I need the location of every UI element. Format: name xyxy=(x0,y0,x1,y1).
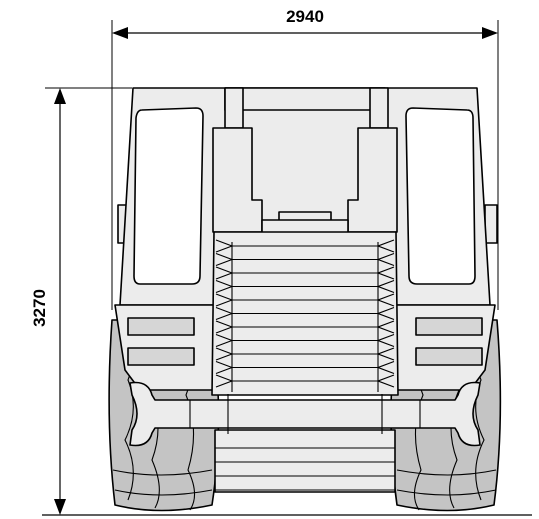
right-fender-panel-upper xyxy=(415,317,483,336)
bumper-beam xyxy=(129,381,481,447)
right-side-lamp xyxy=(484,204,498,244)
height-dimension: 3270 xyxy=(30,87,132,515)
front-bumper xyxy=(129,381,481,493)
front-grille xyxy=(211,231,399,396)
width-dimension: 2940 xyxy=(111,7,499,310)
rops-post-right xyxy=(369,87,389,129)
left-fender-panel-lower xyxy=(127,347,195,366)
width-label: 2940 xyxy=(286,7,324,26)
lift-cylinder-left xyxy=(212,127,263,233)
cab xyxy=(117,87,498,306)
left-window xyxy=(133,107,204,285)
height-label: 3270 xyxy=(30,289,49,327)
lower-slats xyxy=(215,447,395,491)
left-fender xyxy=(114,304,216,391)
bumper-lower-block xyxy=(214,429,396,493)
right-fender-panel-lower xyxy=(415,347,483,366)
rops-crossbar xyxy=(224,87,386,111)
rops-post-left xyxy=(224,87,244,129)
width-arrow-left xyxy=(112,27,128,39)
width-arrow-right xyxy=(482,27,498,39)
right-window xyxy=(405,107,476,285)
height-arrow-bottom xyxy=(54,499,66,515)
left-fender-panel-upper xyxy=(127,317,195,336)
height-arrow-top xyxy=(54,88,66,104)
right-fender xyxy=(394,304,496,391)
